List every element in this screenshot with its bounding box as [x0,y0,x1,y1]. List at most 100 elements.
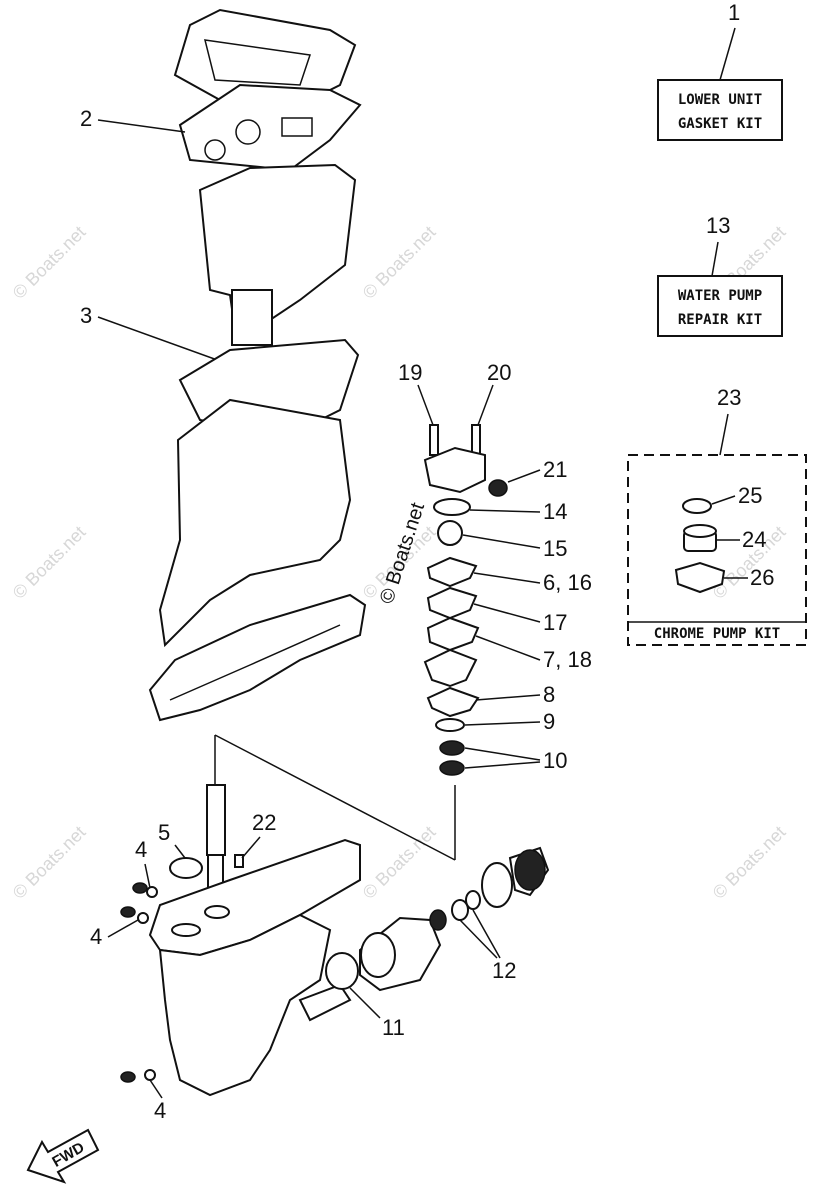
part-19-bolt [429,424,439,456]
watermark-8: © Boats.net [359,822,440,903]
part-15-impeller [437,520,463,546]
leader-6-16 [473,572,541,584]
leader-20 [477,384,494,426]
kit-13-line2: REPAIR KIT [678,312,762,328]
watermark-4: © Boats.net [9,522,90,603]
bearing-race-rollers [514,849,546,891]
kit-1-line2: GASKET KIT [678,116,762,132]
leader-15 [462,534,541,549]
callout-15: 15 [543,536,567,561]
gearcase-hole-1 [171,923,201,937]
kit-box-23 [627,454,807,646]
propeller-housing-face [360,932,396,978]
part-2-gasket [178,83,362,172]
part-25-cap [682,498,712,514]
callout-6-16: 6, 16 [543,570,592,595]
part-4-screw-a [132,882,148,894]
kit-1-line1: LOWER UNIT [678,92,762,108]
fwd-arrow: FWD [26,1128,100,1184]
part-4-screw-c [120,1071,136,1083]
leader-5 [174,844,186,859]
drive-shaft-tube [206,784,226,856]
callout-2: 2 [80,106,92,131]
leader-7-18 [475,635,541,661]
callout-9: 9 [543,709,555,734]
part-11-oring [325,952,359,990]
part-21-grommet [488,479,508,497]
mid-casing [158,398,352,648]
leader-22 [241,836,261,859]
top-gasket-inner [204,39,311,86]
upper-casing [198,163,357,332]
watermark-9: © Boats.net [709,822,790,903]
part-10-seal-b [439,760,465,776]
lower-unit-gasket-kit: 1 LOWER UNIT GASKET KIT [657,0,783,141]
leader-9 [464,721,541,726]
gasket-hole-2 [235,119,261,145]
snap-ring [481,862,513,908]
pump-housing [423,446,486,494]
part-20-bolt [471,424,481,456]
callout-4c: 4 [154,1098,166,1123]
callout-4b: 4 [90,924,102,949]
callout-7-18: 7, 18 [543,647,592,672]
callout-24: 24 [742,527,766,552]
drive-shaft-housing [231,289,273,346]
leader-17 [473,603,541,623]
part-14-insert [433,498,471,516]
part-4-washer-a [146,886,158,898]
leader-13 [711,241,719,277]
callout-19: 19 [398,360,422,385]
callout-5: 5 [158,820,170,845]
watermark-2: © Boats.net [359,222,440,303]
anode-plate-line [169,624,341,701]
leader-4a [144,863,151,889]
upper-assembly: 2 3 [80,8,367,722]
part-24-insert-top [683,524,717,538]
gearcase-hole-2 [204,905,230,919]
callout-14: 14 [543,499,567,524]
part-5-plug [169,857,203,879]
callout-10: 10 [543,748,567,773]
part-7-plate [426,616,480,652]
callout-23: 23 [717,385,741,410]
callout-22: 22 [252,810,276,835]
water-pump-stack: 19 20 21 14 15 6, 16 17 7, 18 8 9 [398,360,592,776]
kit-box-1 [657,79,783,141]
part-17-plate [426,586,478,620]
leader-19 [417,384,434,426]
leader-14 [469,509,541,513]
part-8-gasket [426,686,480,718]
part-12-washer-b [465,890,481,910]
leader-11 [349,987,381,1019]
gearcase-body [158,913,332,1097]
part-4-screw-b [120,906,136,918]
kit-13-line1: WATER PUMP [678,288,762,304]
bearing [429,909,447,931]
part-6-plate [426,556,478,588]
part-4-washer-c [144,1069,156,1081]
kit-23-label: CHROME PUMP KIT [654,626,780,642]
watermark-1: © Boats.net [9,222,90,303]
leader-8 [475,694,541,701]
leader-2 [97,119,186,133]
gasket-hole-1 [204,139,226,161]
callout-20: 20 [487,360,511,385]
part-10-seal-a [439,740,465,756]
kit-box-13 [657,275,783,337]
leader-25 [711,495,736,505]
lower-unit: 5 22 4 4 4 11 12 [90,734,550,1123]
callout-3: 3 [80,303,92,328]
callout-21: 21 [543,457,567,482]
fwd-arrow-shape [26,1128,100,1184]
leader-12b [472,909,501,959]
leader-23 [719,413,729,456]
assembly-line-1 [214,734,456,861]
part-4-washer-b [137,912,149,924]
leader-1 [719,27,736,81]
callout-13: 13 [706,213,730,238]
chrome-pump-kit: 23 CHROME PUMP KIT 25 24 26 [627,385,807,646]
part-26-plate [674,561,726,594]
callout-11: 11 [382,1015,405,1040]
